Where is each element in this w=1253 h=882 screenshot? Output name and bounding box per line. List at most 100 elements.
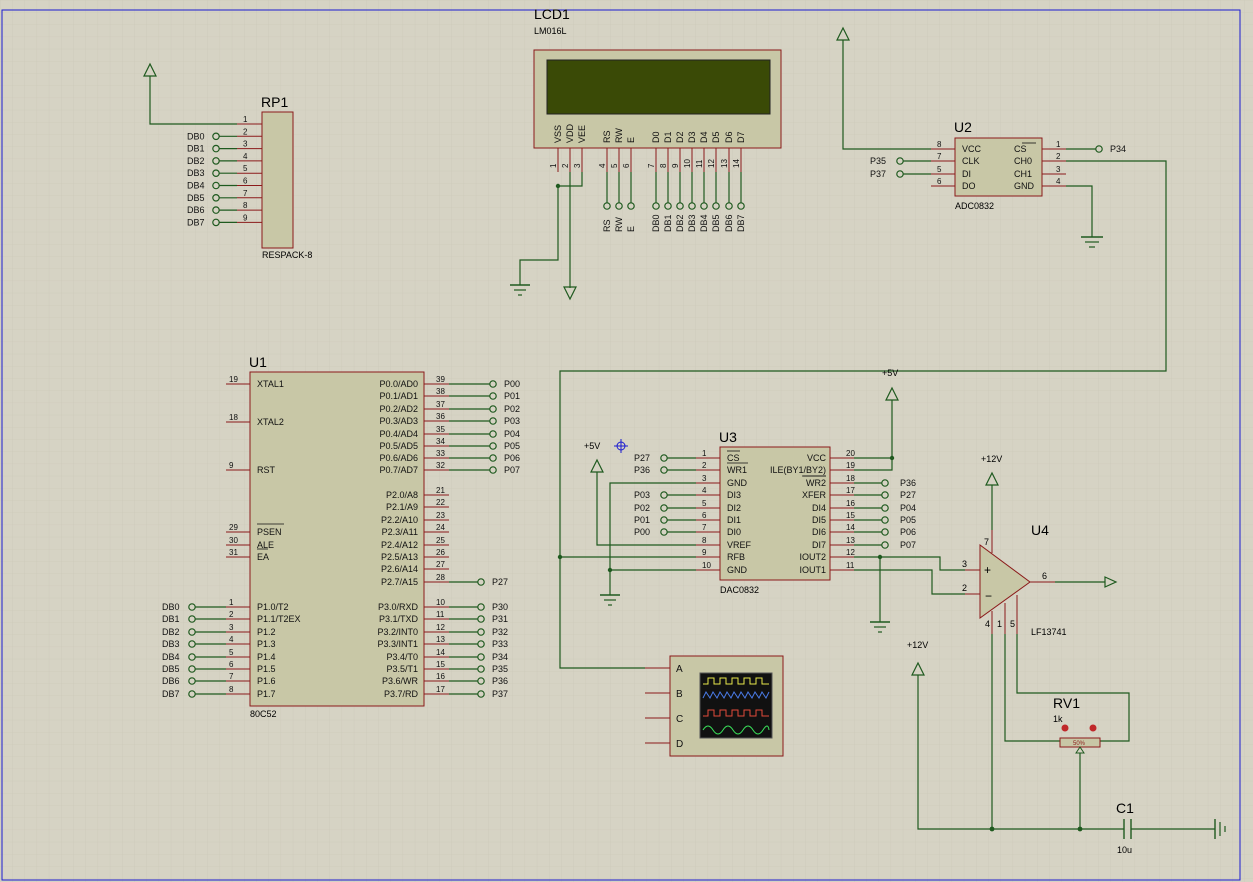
u3-pin-number: 19 [846, 461, 855, 470]
u1-net-terminal[interactable] [477, 640, 485, 648]
u1-net-terminal[interactable] [477, 615, 485, 623]
lcd1-net-terminal[interactable] [737, 202, 745, 210]
rv1-decrease-button[interactable] [1061, 724, 1069, 732]
u1-net-terminal[interactable] [188, 603, 196, 611]
u3-net-terminal[interactable] [881, 479, 889, 487]
lcd1-net-terminal[interactable] [627, 202, 635, 210]
u1-net-terminal[interactable] [477, 677, 485, 685]
u1-net-terminal[interactable] [188, 653, 196, 661]
u3-net-terminal[interactable] [881, 541, 889, 549]
u1-pin-name: P3.0/RXD [378, 602, 419, 612]
u3-net-terminal[interactable] [660, 466, 668, 474]
u1-net-terminal[interactable] [188, 690, 196, 698]
u1-net-terminal[interactable] [489, 466, 497, 474]
lcd1-net-terminal[interactable] [664, 202, 672, 210]
lcd1-net-terminal[interactable] [725, 202, 733, 210]
u1-pin-name: P3.7/RD [384, 689, 419, 699]
u2-net-terminal[interactable] [1095, 145, 1103, 153]
rp1-net-terminal[interactable] [212, 206, 220, 214]
lcd1-net-terminal[interactable] [700, 202, 708, 210]
u1-net-terminal[interactable] [477, 690, 485, 698]
u4-opamp[interactable]: U4 + − 3 2 7 6 4 1 5 LF13741 +12V [962, 454, 1130, 829]
lcd1-pin-number: 4 [598, 163, 607, 168]
rp1-power-wire [149, 76, 237, 125]
rp1-net-terminal[interactable] [212, 181, 220, 190]
rp1-pin-number: 4 [243, 152, 248, 161]
rp1-net-terminal[interactable] [212, 194, 220, 202]
lcd1-net-terminal[interactable] [688, 202, 696, 210]
lcd1-pin-name: D4 [699, 131, 709, 143]
u1-net-terminal[interactable] [489, 380, 497, 388]
u3-net-terminal[interactable] [881, 516, 889, 524]
u3-net-terminal[interactable] [660, 454, 668, 462]
lcd1-net-terminal[interactable] [603, 202, 611, 210]
rp1-net-terminal[interactable] [212, 218, 220, 227]
scope-trace-b [702, 691, 770, 699]
lcd1-display[interactable]: LCD1 LM016L VSS1VDD2VEE3RS4RSRW5RWE6ED07… [510, 6, 782, 301]
lcd1-pin-number: 2 [561, 163, 570, 168]
u1-pin-number: 6 [229, 660, 234, 669]
u1-net-terminal[interactable] [477, 628, 485, 636]
rp1-net-terminal[interactable] [212, 144, 220, 153]
rv1-potentiometer[interactable]: RV1 1k 50% [1053, 695, 1101, 829]
u2-net-terminal[interactable] [896, 157, 904, 165]
u1-net-terminal[interactable] [188, 640, 196, 648]
u1-pin-number: 24 [436, 523, 445, 532]
u1-net-terminal[interactable] [489, 454, 497, 462]
lcd1-net-terminal[interactable] [676, 202, 684, 210]
u1-net-terminal[interactable] [477, 578, 485, 586]
lcd1-net-terminal[interactable] [712, 202, 720, 210]
rv1-increase-button[interactable] [1089, 724, 1097, 732]
u1-net-terminal[interactable] [188, 615, 196, 623]
u3-net-terminal[interactable] [660, 528, 668, 536]
rp1-net-terminal[interactable] [212, 157, 220, 165]
origin-marker [614, 439, 628, 453]
u1-net-terminal[interactable] [188, 665, 196, 673]
u3-net-terminal[interactable] [881, 528, 889, 536]
u1-net-terminal[interactable] [188, 677, 196, 685]
u1-net-terminal[interactable] [489, 430, 497, 438]
u1-net-terminal[interactable] [477, 653, 485, 661]
u1-pin-name: P0.2/AD2 [379, 404, 418, 414]
u2-part: ADC0832 [955, 201, 994, 211]
u1-pin-name: P1.1/T2EX [257, 614, 301, 624]
u1-net-label: P37 [492, 689, 508, 699]
u1-net-terminal[interactable] [489, 405, 497, 413]
u1-net-terminal[interactable] [489, 417, 497, 425]
u1-net-terminal[interactable] [477, 603, 485, 611]
u1-net-terminal[interactable] [188, 628, 196, 636]
lcd1-pin-number: 11 [695, 159, 704, 168]
u1-pin-name: P2.1/A9 [386, 502, 418, 512]
u1-pin-number: 10 [436, 598, 445, 607]
u2-net-terminal[interactable] [896, 170, 904, 178]
u4-pin6: 6 [1042, 571, 1047, 581]
u3-pin-name: WR1 [727, 465, 747, 475]
lcd1-net-terminal[interactable] [615, 202, 623, 210]
u1-net-terminal[interactable] [489, 392, 497, 400]
u3-net-terminal[interactable] [660, 504, 668, 512]
u1-net-terminal[interactable] [477, 665, 485, 673]
u3-net-terminal[interactable] [881, 504, 889, 512]
u2-pin-name: CH1 [1014, 169, 1032, 179]
c1-capacitor[interactable]: +12V C1 10u [907, 640, 1226, 855]
u3-net-terminal[interactable] [660, 516, 668, 524]
u3-net-terminal[interactable] [660, 491, 668, 499]
u3-pin-number: 20 [846, 449, 855, 458]
lcd1-net-label: DB5 [711, 214, 721, 232]
u3-net-terminal[interactable] [881, 491, 889, 499]
rp1-net-terminal[interactable] [212, 132, 220, 141]
lcd1-net-label: DB2 [675, 214, 685, 232]
rp1-net-terminal[interactable] [212, 169, 220, 178]
u1-pin-number: 5 [229, 648, 234, 657]
u1-net-terminal[interactable] [489, 442, 497, 450]
lcd1-net-label: DB1 [663, 214, 673, 232]
u1-pin-name: P1.5 [257, 664, 276, 674]
lcd1-net-terminal[interactable] [652, 202, 660, 210]
